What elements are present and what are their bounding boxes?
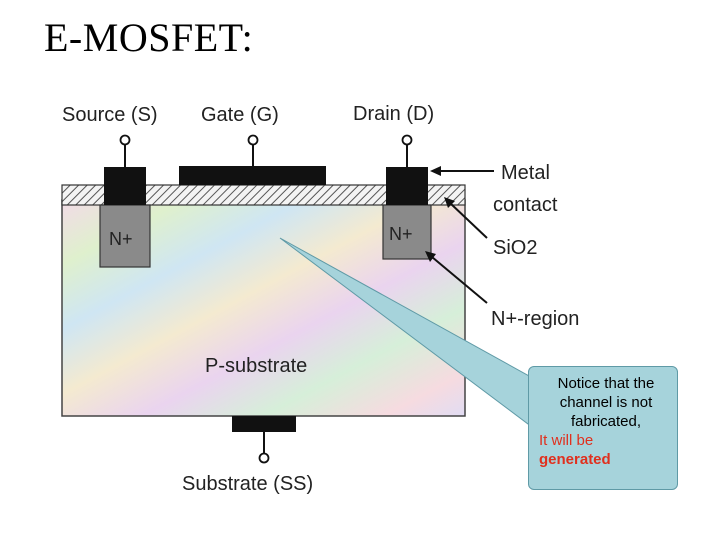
source-terminal (119, 134, 131, 146)
drain-metal-contact (386, 167, 428, 205)
drain-terminal (401, 134, 413, 146)
metal-label: Metal (501, 162, 550, 184)
sio2-label: SiO2 (493, 237, 537, 259)
n-region-label: N+-region (491, 308, 579, 330)
gate-terminal (247, 134, 259, 146)
gate-metal (179, 166, 326, 185)
substrate-terminal (258, 452, 270, 464)
n-region-right (382, 204, 432, 260)
callout-line-1: Notice that the (557, 375, 655, 392)
callout-line-2: channel is not (559, 394, 653, 411)
sio2-arrow (449, 202, 488, 239)
substrate-ss-label: Substrate (SS) (182, 473, 313, 495)
callout-line-3: fabricated, (570, 413, 642, 430)
n-plus-right-label: N+ (389, 224, 413, 244)
n-region-arrow (431, 256, 488, 304)
n-region-left (99, 204, 151, 268)
substrate-metal-contact (232, 416, 296, 432)
source-label: Source (S) (62, 104, 158, 126)
callout-line-4: It will be (539, 432, 594, 449)
slide-title: E-MOSFET: (44, 15, 254, 60)
gate-label: Gate (G) (201, 104, 279, 126)
source-metal-contact (104, 167, 146, 205)
contact-label: contact (493, 194, 558, 216)
n-plus-left-label: N+ (109, 229, 133, 249)
drain-label: Drain (D) (353, 103, 434, 125)
callout-line-5: generated (539, 451, 611, 468)
p-substrate-label: P-substrate (205, 355, 307, 377)
channel-note-callout: Notice that the channel is not fabricate… (528, 366, 678, 490)
